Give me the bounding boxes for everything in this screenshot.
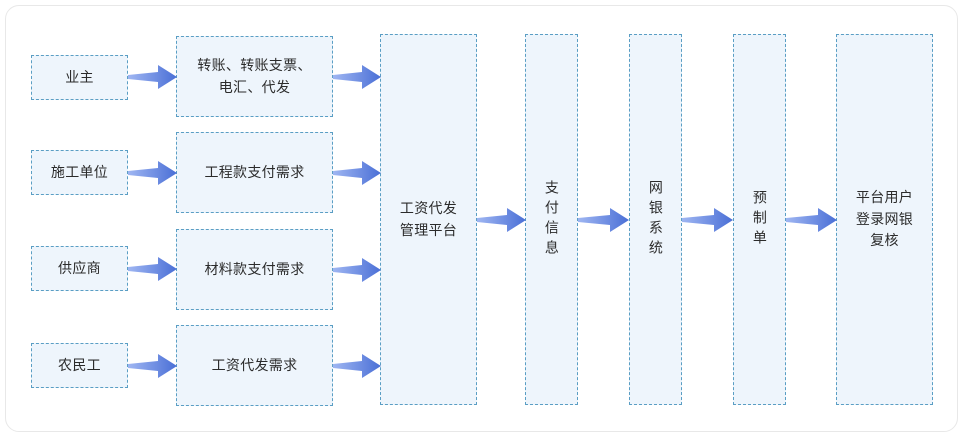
demand-node-salary-payment[interactable]: 工资代发需求 — [176, 325, 333, 406]
stage-node-user-review[interactable]: 平台用户 登录网银 复核 — [836, 34, 933, 405]
stage-node-payment-info[interactable]: 支付信息 — [525, 34, 578, 405]
actor-node-owner[interactable]: 业主 — [31, 55, 128, 100]
actor-node-migrant-worker[interactable]: 农民工 — [31, 343, 128, 388]
diagram-frame — [5, 5, 958, 432]
actor-node-construction-unit[interactable]: 施工单位 — [31, 150, 128, 195]
demand-node-material-payment[interactable]: 材料款支付需求 — [176, 229, 333, 310]
stage-node-prepared-order[interactable]: 预制单 — [733, 34, 786, 405]
stage-node-online-banking[interactable]: 网银系统 — [629, 34, 682, 405]
stage-node-platform[interactable]: 工资代发 管理平台 — [380, 34, 477, 405]
actor-node-supplier[interactable]: 供应商 — [31, 246, 128, 291]
demand-node-project-payment[interactable]: 工程款支付需求 — [176, 132, 333, 213]
demand-node-transfer[interactable]: 转账、转账支票、 电汇、代发 — [176, 36, 333, 117]
